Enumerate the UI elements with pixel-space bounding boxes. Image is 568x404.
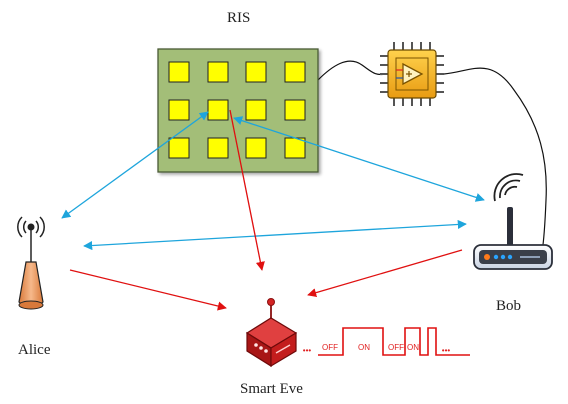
- microcontroller-chip-icon: [380, 42, 444, 106]
- signal-trailing-dots: •••: [442, 346, 451, 355]
- signal-segment-off-2: OFF: [388, 343, 404, 352]
- signal-leading-dots: •••: [303, 346, 312, 355]
- signal-segment-on-2: ON: [407, 343, 419, 352]
- link-ris-bob: [233, 116, 485, 202]
- signal-segment-off-1: OFF: [322, 343, 338, 352]
- leak-ris-eve: [229, 109, 265, 271]
- router-icon: [473, 173, 553, 270]
- ris-panel: [157, 48, 319, 173]
- eve-label: Smart Eve: [240, 381, 303, 397]
- bob-label: Bob: [496, 298, 522, 314]
- link-ris-alice: [61, 111, 209, 219]
- control-cable-bob: [443, 67, 547, 253]
- eavesdropper-device-icon: [245, 298, 298, 368]
- signal-segment-on-1: ON: [358, 343, 370, 352]
- leak-bob-eve: [307, 249, 463, 298]
- ris-label: RIS: [227, 10, 251, 26]
- alice-label: Alice: [18, 342, 51, 358]
- control-cable-ris: [317, 60, 387, 81]
- link-alice-bob: [83, 219, 467, 251]
- antenna-icon: [17, 216, 45, 310]
- leak-alice-eve: [69, 269, 227, 311]
- on-off-waveform: ••• OFF ON OFF ON •••: [303, 327, 470, 356]
